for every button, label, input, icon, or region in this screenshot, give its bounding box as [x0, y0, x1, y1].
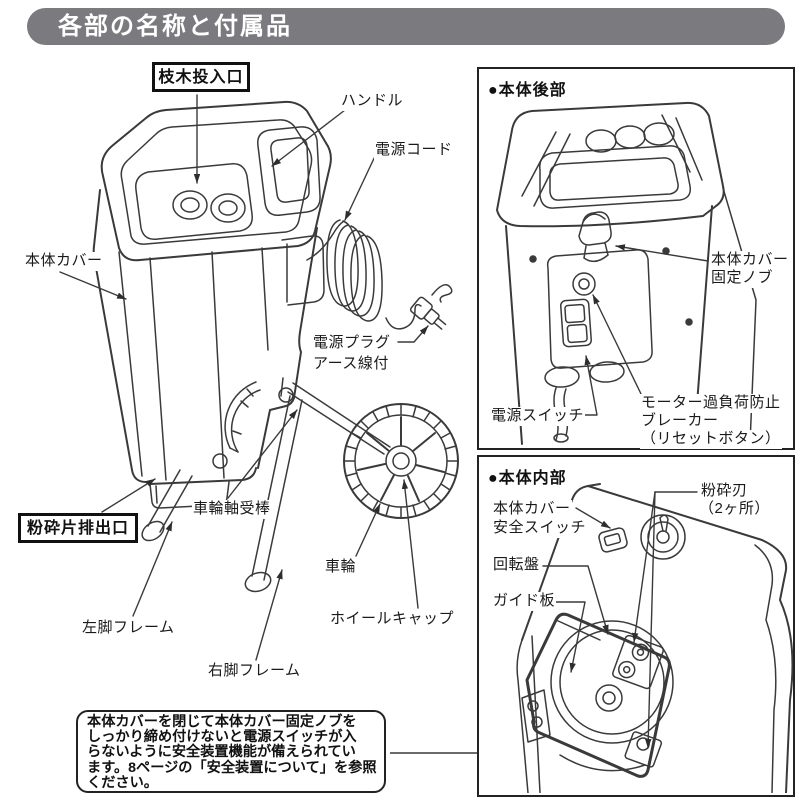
label-right-leg-frame: 右脚フレーム	[207, 662, 302, 681]
label-power-plug-line2: アース線付	[312, 355, 390, 374]
inner-leader-lines	[542, 491, 698, 749]
power-cord-coil	[306, 219, 422, 330]
label-breaker-line1: モーター過負荷防止	[640, 394, 782, 413]
label-safety-switch-line1: 本体カバー	[492, 500, 572, 519]
note-line: ます。8ページの「安全装置について」を参照	[87, 759, 377, 776]
machine-illustration	[59, 94, 459, 661]
note-line: しっかり締め付けないと電源スイッチが入	[87, 729, 357, 746]
label-cover-knob-line2: 固定ノブ	[710, 269, 775, 288]
label-power-plug-line1: 電源プラグ	[312, 334, 392, 353]
label-shred-outlet: 粉砕片排出口	[18, 513, 138, 543]
overload-breaker	[572, 272, 596, 296]
guide-plate-frame	[521, 612, 671, 778]
rear-view-illustration	[496, 101, 757, 445]
rear-panel-heading: ●本体後部	[488, 76, 567, 100]
label-breaker-line2: ブレーカー	[640, 412, 720, 431]
axle-and-legs	[141, 377, 391, 593]
inner-panel-frame	[477, 455, 795, 797]
label-power-cord: 電源コード	[374, 141, 454, 160]
hopper-top	[100, 100, 332, 262]
page-title: 各部の名称と付属品	[27, 8, 785, 45]
note-line: らないように安全装置機能が備えられてい	[87, 744, 356, 761]
front-wheel	[343, 403, 459, 519]
note-line: 本体カバーを閉じて本体カバー固定ノブを	[87, 714, 357, 730]
label-body-cover: 本体カバー	[24, 252, 104, 271]
label-wheel: 車輪	[324, 558, 358, 577]
label-breaker-line3: （リセットボタン）	[640, 430, 782, 449]
inner-panel-heading: ●本体内部	[488, 464, 567, 488]
power-plug	[409, 284, 453, 330]
rear-wheel-partial	[224, 381, 261, 453]
label-blades-line2: （2ヶ所）	[698, 500, 771, 519]
label-power-switch: 電源スイッチ	[490, 407, 586, 426]
blade-inspection-boss	[640, 514, 686, 560]
power-switch	[560, 298, 592, 348]
cover-safety-switch	[598, 527, 628, 553]
cover-fixing-knob	[578, 211, 612, 263]
main-leader-lines	[59, 94, 429, 661]
note-line: ください。	[87, 774, 158, 791]
blade-plate-top	[612, 634, 664, 690]
safety-note-box: 本体カバーを閉じて本体カバー固定ノブを しっかり締め付けないと電源スイッチが入 …	[76, 710, 386, 793]
label-handle: ハンドル	[340, 92, 405, 111]
label-safety-switch-line2: 安全スイッチ	[492, 519, 588, 538]
label-wheel-axle-bar: 車輪軸受棒	[192, 500, 272, 519]
label-rotating-disc: 回転盤	[492, 556, 541, 575]
label-blades-line1: 粉砕刃	[700, 482, 749, 501]
rotating-disc	[550, 620, 674, 744]
inner-view-illustration	[516, 483, 793, 793]
rear-panel-frame	[477, 67, 795, 450]
label-guide-plate: ガイド板	[492, 592, 557, 611]
label-branch-inlet: 枝木投入口	[152, 62, 250, 92]
label-wheel-cap: ホイールキャップ	[329, 610, 456, 629]
label-left-leg-frame: 左脚フレーム	[81, 619, 176, 638]
label-cover-knob-line1: 本体カバー	[710, 251, 790, 270]
